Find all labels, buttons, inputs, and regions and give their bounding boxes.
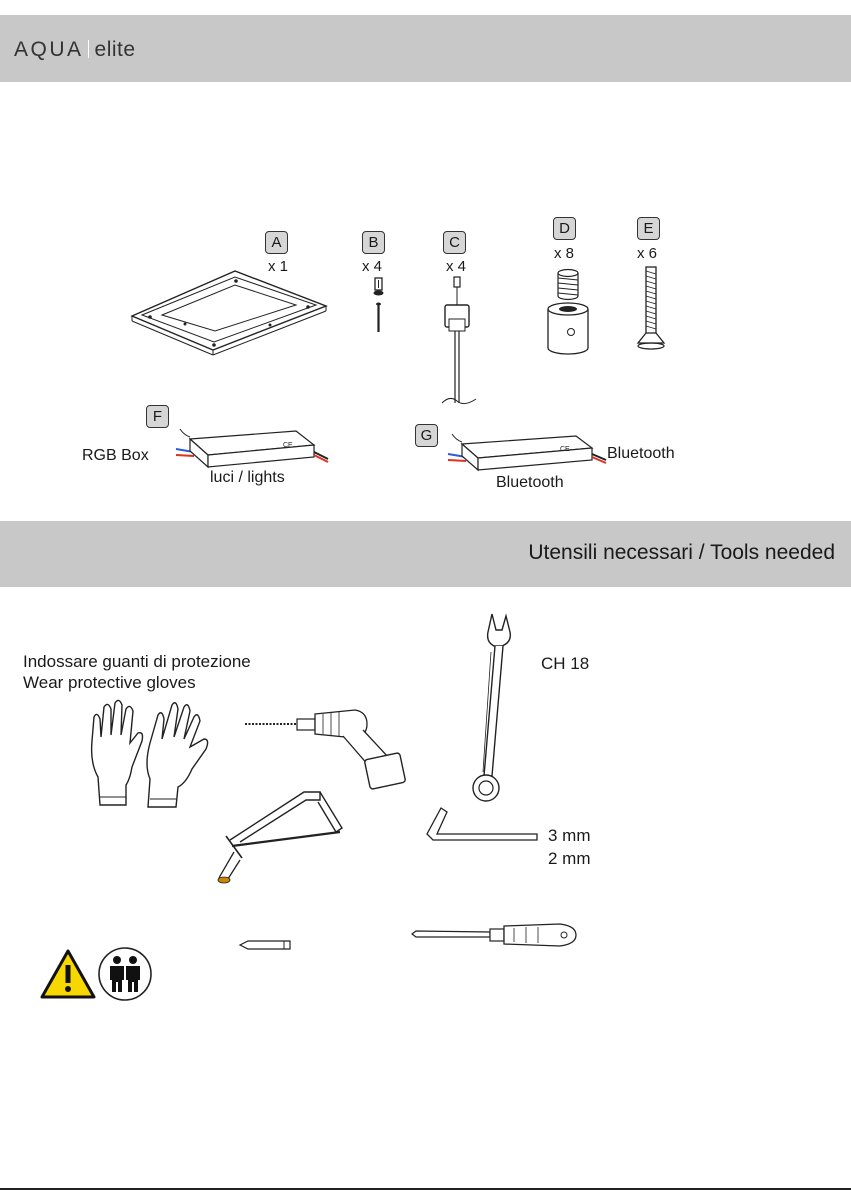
tools-section-title: Utensili necessari / Tools needed	[528, 541, 835, 565]
label-rgb-box: RGB Box	[82, 447, 149, 465]
brand-separator	[88, 40, 89, 58]
badge-f: F	[146, 405, 169, 428]
gloves-icon	[88, 697, 228, 812]
pencil-icon	[238, 939, 298, 951]
brand-elite: elite	[95, 38, 136, 61]
label-bluetooth-bottom: Bluetooth	[496, 474, 564, 492]
badge-b: B	[362, 231, 385, 254]
bolt-e-illustration	[636, 265, 666, 355]
fittings-d-illustration	[545, 268, 593, 356]
badge-e: E	[637, 217, 660, 240]
qty-d: x 8	[554, 245, 574, 262]
screw-b-illustration	[370, 276, 388, 336]
qty-c: x 4	[446, 258, 466, 275]
bluetooth-box-illustration: CE	[440, 432, 610, 476]
badge-d: D	[553, 217, 576, 240]
label-bluetooth-right: Bluetooth	[607, 445, 675, 463]
badge-g: G	[415, 424, 438, 447]
drill-icon	[243, 700, 418, 792]
wrench-icon	[470, 612, 530, 804]
qty-e: x 6	[637, 245, 657, 262]
brand-aqua: AQUA	[14, 38, 84, 61]
badge-c: C	[443, 231, 466, 254]
two-persons-icon	[97, 946, 153, 1002]
hex-key-icon	[425, 806, 545, 848]
hex-key-size-2mm: 2 mm	[548, 849, 591, 869]
hacksaw-icon	[212, 780, 412, 898]
svg-text:CE: CE	[560, 446, 570, 453]
warning-triangle-icon	[40, 949, 96, 999]
frame-a-illustration	[130, 268, 330, 353]
gloves-instruction-it: Indossare guanti di protezione	[23, 652, 251, 672]
rgb-box-illustration: CE	[170, 425, 330, 473]
qty-b: x 4	[362, 258, 382, 275]
screwdriver-icon	[410, 922, 580, 948]
cable-c-illustration	[440, 275, 480, 407]
svg-text:CE: CE	[283, 442, 293, 449]
wrench-size-label: CH 18	[541, 654, 589, 674]
gloves-instruction-en: Wear protective gloves	[23, 673, 196, 693]
badge-a: A	[265, 231, 288, 254]
hex-key-size-3mm: 3 mm	[548, 826, 591, 846]
brand-logo: AQUA elite	[14, 38, 136, 62]
bottom-rule	[0, 1188, 851, 1190]
